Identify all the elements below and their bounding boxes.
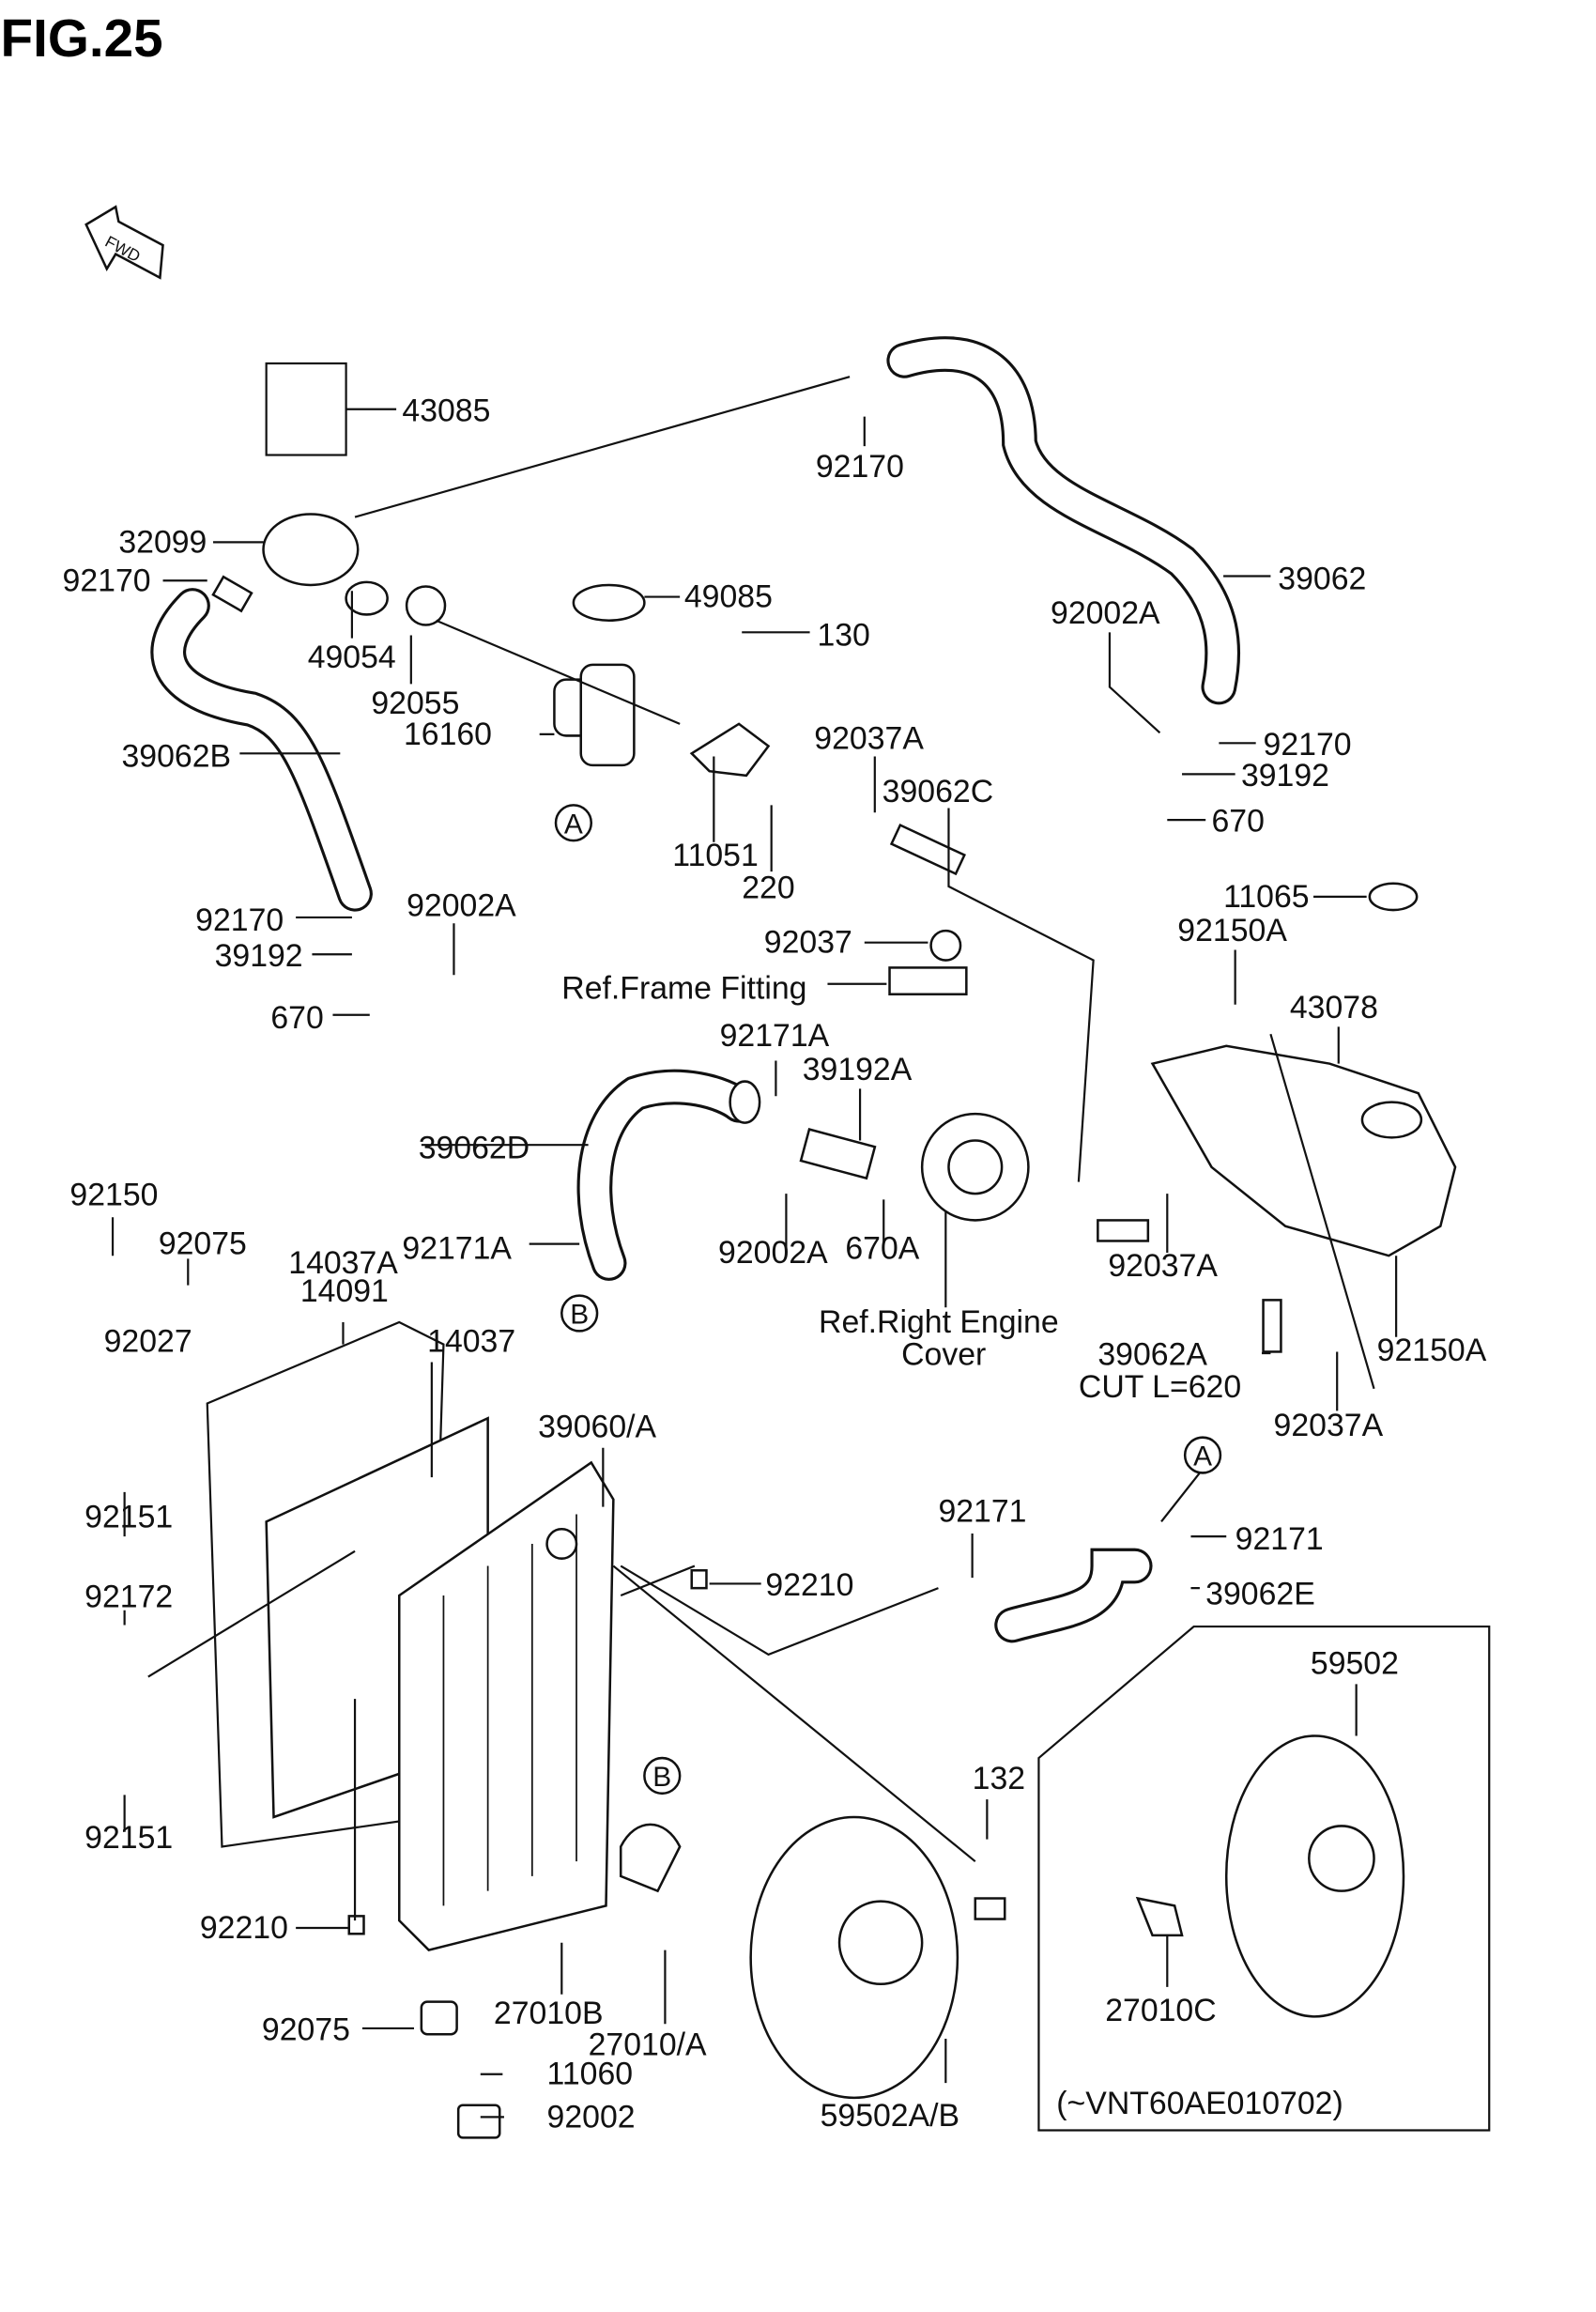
part-number: 92002A	[1051, 595, 1160, 631]
figure-title: FIG.25	[0, 9, 162, 69]
part-number: 14037	[427, 1323, 515, 1359]
part-number: 132	[973, 1761, 1025, 1796]
part-number: 220	[742, 870, 794, 905]
part-number: 92170	[1264, 727, 1352, 763]
part-number: 32099	[118, 524, 207, 560]
fwd-arrow-icon: FWD	[84, 205, 164, 280]
part-number: 39062C	[882, 774, 993, 809]
part-number: 92150A	[1177, 913, 1287, 948]
part-number: 43085	[402, 393, 490, 428]
ref-marker-b-top: B	[560, 1294, 599, 1333]
ref-marker-a-bottom: A	[1183, 1436, 1222, 1474]
part-number: 92172	[84, 1580, 173, 1615]
part-number: 27010/A	[589, 2027, 707, 2062]
cut-length-note: CUT L=620	[1079, 1369, 1241, 1405]
part-number: 92210	[765, 1567, 853, 1603]
ref-marker-a-top: A	[554, 804, 593, 842]
part-number: 39192A	[803, 1052, 913, 1087]
part-number: 92002A	[407, 887, 516, 923]
part-number: 92171A	[720, 1018, 830, 1054]
leader-lines	[111, 376, 1398, 2119]
part-number: 92150	[69, 1178, 158, 1213]
part-number: 92210	[200, 1910, 288, 1946]
svg-text:A: A	[1193, 1441, 1212, 1472]
reference-note: Cover	[901, 1337, 986, 1373]
part-number: 39062D	[419, 1130, 529, 1165]
part-number: 39062A	[1097, 1337, 1207, 1373]
part-number: 92171	[938, 1493, 1026, 1529]
part-number: 92027	[104, 1323, 192, 1359]
part-number: 11065	[1223, 879, 1310, 915]
part-number: 92170	[195, 902, 284, 938]
radiator-fins	[442, 1514, 577, 1906]
part-number: 92171A	[402, 1230, 512, 1266]
part-number: 14091	[300, 1273, 389, 1309]
part-number: 11060	[547, 2057, 634, 2092]
part-number: 92037A	[1274, 1408, 1384, 1443]
part-number: 92037A	[1108, 1248, 1218, 1284]
serial-range-note: (~VNT60AE010702)	[1056, 2086, 1343, 2121]
callout-labels: 43085 92170 32099 92170 39062 49085 4905…	[63, 393, 1487, 2135]
part-number: 14037A	[288, 1245, 398, 1281]
fan-assembly	[749, 1815, 1006, 2100]
part-number: 92170	[63, 563, 151, 598]
radiator-assembly	[206, 1320, 708, 2139]
part-number: 39062E	[1205, 1576, 1315, 1611]
part-number: 43078	[1290, 990, 1378, 1025]
part-number: 92002	[547, 2099, 636, 2135]
part-number: 16160	[404, 717, 492, 752]
filler-neck	[553, 583, 968, 995]
part-number: 59502A/B	[821, 2098, 960, 2134]
part-number: 92170	[816, 449, 904, 485]
reference-note: Ref.Frame Fitting	[561, 970, 806, 1006]
part-number: 39062B	[121, 738, 231, 774]
reference-note: Ref.Right Engine	[819, 1304, 1059, 1340]
part-number: 49085	[684, 579, 773, 615]
early-model-inset-box	[1037, 1625, 1491, 2132]
part-number: 130	[817, 617, 869, 653]
part-number: 92150A	[1377, 1333, 1487, 1368]
part-number: 59502	[1311, 1645, 1399, 1681]
svg-text:A: A	[564, 809, 583, 840]
part-number: 27010B	[494, 1996, 604, 2031]
part-number: 27010C	[1105, 1993, 1216, 2028]
svg-text:B: B	[570, 1300, 589, 1331]
part-number: 92151	[84, 1500, 173, 1535]
part-number: 670	[1211, 804, 1264, 840]
part-number: 39192	[1241, 758, 1329, 794]
part-number: 92151	[84, 1820, 173, 1856]
part-number: 92037	[764, 925, 852, 961]
part-number: 39060/A	[538, 1410, 656, 1445]
engine-cover-fitting	[729, 1080, 1030, 1222]
part-number: 92002A	[718, 1235, 828, 1271]
part-number: 670	[270, 1000, 323, 1036]
part-number: 92075	[262, 2012, 350, 2048]
part-number: 49054	[308, 640, 396, 675]
part-number: 92055	[371, 686, 459, 721]
part-number: 92075	[159, 1226, 247, 1262]
part-number: 92037A	[814, 721, 924, 757]
part-number: 39192	[215, 938, 303, 974]
thermostat-housing	[211, 362, 447, 626]
part-number: 39062	[1278, 562, 1366, 597]
hoses	[150, 336, 1282, 1643]
ref-marker-b-bottom: B	[643, 1756, 682, 1796]
part-number: 670A	[845, 1230, 919, 1266]
part-number: 92171	[1235, 1521, 1324, 1557]
part-number: 11051	[672, 838, 759, 873]
svg-text:B: B	[652, 1762, 671, 1793]
